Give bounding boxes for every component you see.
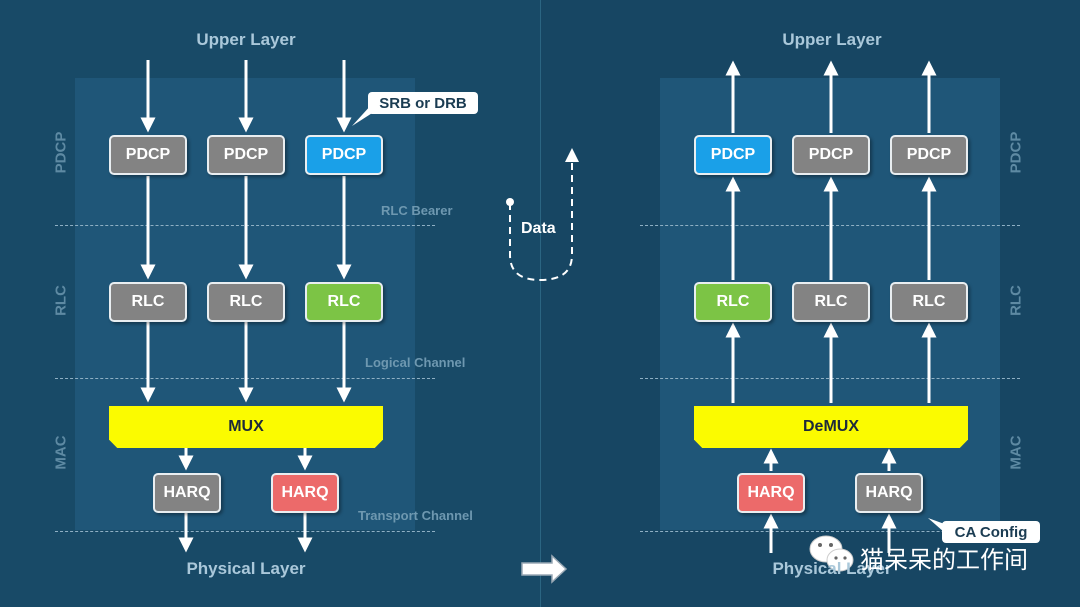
left-pdcp-2: PDCP — [207, 135, 285, 175]
data-flow-loop — [509, 158, 573, 282]
right-pdcp-2: PDCP — [792, 135, 870, 175]
right-upper-layer-label: Upper Layer — [782, 30, 882, 49]
data-label: Data — [521, 220, 556, 237]
right-harq-2: HARQ — [855, 473, 923, 513]
right-rlc-3: RLC — [890, 282, 968, 322]
right-side-label-pdcp: PDCP — [1007, 131, 1025, 174]
left-upper-layer-label: Upper Layer — [196, 30, 296, 49]
right-side-label-rlc: RLC — [1007, 285, 1025, 316]
right-physical-layer-label: Physical Layer — [772, 559, 892, 578]
srb-drb-callout: SRB or DRB — [368, 92, 478, 114]
left-side-label-pdcp: PDCP — [52, 131, 70, 174]
left-rlc-1: RLC — [109, 282, 187, 322]
transport-channel-label: Transport Channel — [358, 508, 473, 523]
left-rlc-3: RLC — [305, 282, 383, 322]
right-harq-1: HARQ — [737, 473, 805, 513]
rlc-bearer-label: RLC Bearer — [381, 203, 453, 218]
left-pdcp-1: PDCP — [109, 135, 187, 175]
demux-block: DeMUX — [694, 406, 968, 448]
next-arrow-icon — [521, 554, 568, 584]
left-harq-2: HARQ — [271, 473, 339, 513]
left-rlc-2: RLC — [207, 282, 285, 322]
left-side-label-rlc: RLC — [52, 285, 70, 316]
right-rlc-2: RLC — [792, 282, 870, 322]
data-flow-arrowhead — [565, 148, 579, 162]
right-pdcp-3: PDCP — [890, 135, 968, 175]
wechat-icon — [809, 535, 854, 572]
left-physical-layer-label: Physical Layer — [186, 559, 306, 578]
left-side-label-mac: MAC — [52, 435, 70, 470]
watermark-text: 猫呆呆的工作间 — [860, 547, 1028, 574]
right-pdcp-1: PDCP — [694, 135, 772, 175]
left-mac-phy-separator — [55, 531, 435, 532]
logical-channel-label: Logical Channel — [365, 355, 466, 370]
right-mac-phy-separator — [640, 531, 1020, 532]
data-flow-start-dot — [506, 198, 514, 206]
right-side-label-mac: MAC — [1007, 435, 1025, 470]
mux-block: MUX — [109, 406, 383, 448]
center-divider — [540, 0, 541, 607]
left-harq-1: HARQ — [153, 473, 221, 513]
ca-config-callout: CA Config — [942, 521, 1040, 543]
left-pdcp-3: PDCP — [305, 135, 383, 175]
right-rlc-1: RLC — [694, 282, 772, 322]
